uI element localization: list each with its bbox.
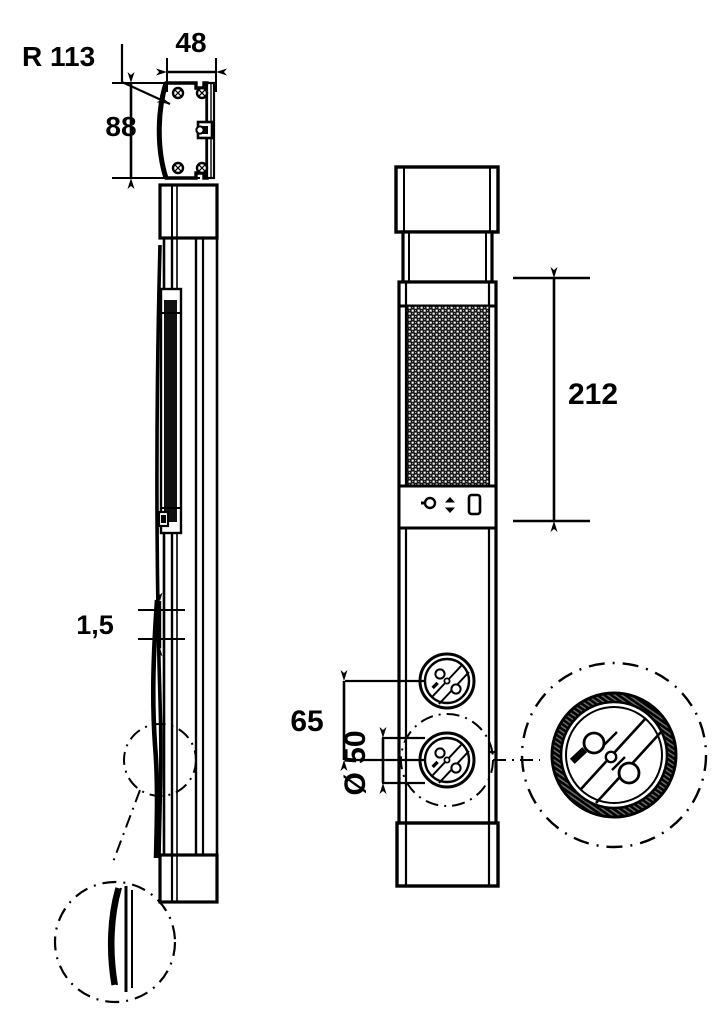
width-top-label: 48 [175, 27, 206, 58]
socket-outlet-upper[interactable] [418, 652, 476, 710]
detail-socket-boundary [520, 661, 708, 849]
detail-edge-boundary [53, 880, 177, 1004]
grille-height-label: 212 [568, 378, 618, 411]
side-grille-band [159, 287, 183, 535]
column-side-body [150, 183, 219, 904]
front-control-panel [397, 484, 498, 530]
up-down-buttons-icon[interactable] [445, 497, 455, 513]
dimension-socket-diameter: Ø 50 [339, 727, 425, 796]
dimension-group-top: R 113 48 88 [22, 27, 227, 189]
detail-edge-thin-profile [112, 887, 122, 986]
control-panel-frame [397, 484, 498, 530]
detail-socket-slot-cross-b [611, 756, 626, 771]
mounting-bracket [156, 81, 216, 180]
thickness-label: 1,5 [76, 610, 114, 640]
key-switch-icon[interactable] [421, 496, 437, 510]
detail-socket-earth-bar [569, 747, 588, 764]
front-top-cap [394, 165, 500, 234]
front-grille-panel [406, 305, 490, 487]
dimension-grille-height: 212 [513, 267, 618, 532]
bracket-centre-clamp [195, 120, 214, 140]
bracket-screws [171, 86, 209, 175]
detail-socket-slot-cross-a [603, 731, 618, 746]
socket-lower-face [431, 743, 470, 784]
dimension-thickness: 1,5 [76, 592, 185, 657]
detail-socket-pin-hole-left [582, 731, 606, 755]
socket-outlet-lower[interactable] [418, 731, 476, 789]
side-latch [157, 510, 170, 528]
detail-view-socket [520, 661, 708, 849]
side-top-cap [158, 183, 219, 240]
dimension-socket-spacing: 65 [290, 670, 424, 771]
front-view [394, 165, 500, 888]
side-fascia-thick [150, 599, 160, 859]
detail-edge-thick-profile [107, 887, 121, 986]
side-view: 1,5 [76, 81, 219, 904]
socket-diameter-label: Ø 50 [339, 730, 372, 795]
display-window-icon [467, 493, 482, 516]
radius-label: R 113 [22, 41, 95, 72]
detail-socket-pin-hole-right [617, 761, 641, 785]
detail-leader-socket-hook [489, 750, 498, 760]
socket-spacing-label: 65 [290, 705, 323, 738]
bracket-curved-edge [156, 82, 169, 179]
side-base-block [158, 853, 219, 904]
socket-upper-face [431, 664, 470, 705]
front-neck [401, 230, 494, 284]
detail-circle-edge-source [123, 723, 197, 797]
detail-socket-contacts [569, 717, 662, 804]
detail-socket-centre-screw [604, 750, 618, 764]
front-base-block [395, 821, 500, 888]
detail-view-edge [53, 880, 177, 1004]
detail-leader-edge [112, 789, 141, 863]
